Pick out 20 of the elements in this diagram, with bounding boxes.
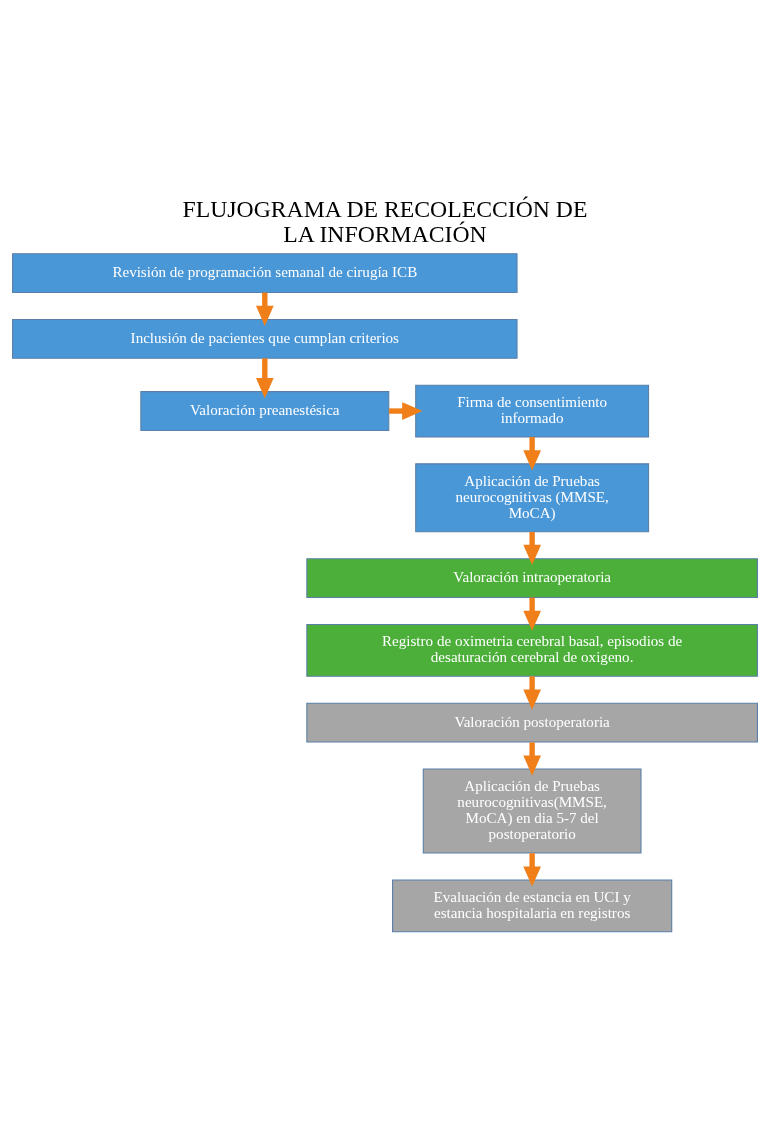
- arrow: [523, 675, 541, 710]
- diagram-title: FLUJOGRAMA DE RECOLECCIÓN DE LA INFORMACIÓN: [182, 195, 588, 247]
- arrow: [523, 531, 541, 565]
- arrow: [389, 401, 423, 420]
- node-box: Valoración postoperatoria: [306, 702, 758, 742]
- node-box: Valoración intraoperatoria: [306, 557, 758, 598]
- arrow: [523, 852, 541, 887]
- node-box: Revisión de programación semanal de cirugía ICB: [12, 252, 518, 293]
- arrow: [523, 741, 541, 776]
- arrow: [256, 292, 274, 326]
- node-box: Aplicación de Pruebas neurocognitivas(MMSE, MoCA) en dia 5-7 del postoperatorio: [422, 767, 642, 854]
- arrow: [255, 357, 274, 398]
- node-box: Aplicación de Pruebas neurocognitivas (MMSE, MoCA): [415, 462, 650, 532]
- node-box: Registro de oximetria cerebral basal, episodios de desaturación cerebral de oxigeno.: [306, 623, 758, 677]
- arrow: [523, 597, 541, 631]
- node-box: Evaluación de estancia en UCI y estancia hospitalaria en registros: [392, 878, 673, 932]
- node-box: Inclusión de pacientes que cumplan criterios: [12, 318, 518, 359]
- node-box: Firma de consentimiento informado: [415, 384, 650, 437]
- arrow: [523, 436, 541, 471]
- node-box: Valoración preanestésica: [140, 390, 390, 431]
